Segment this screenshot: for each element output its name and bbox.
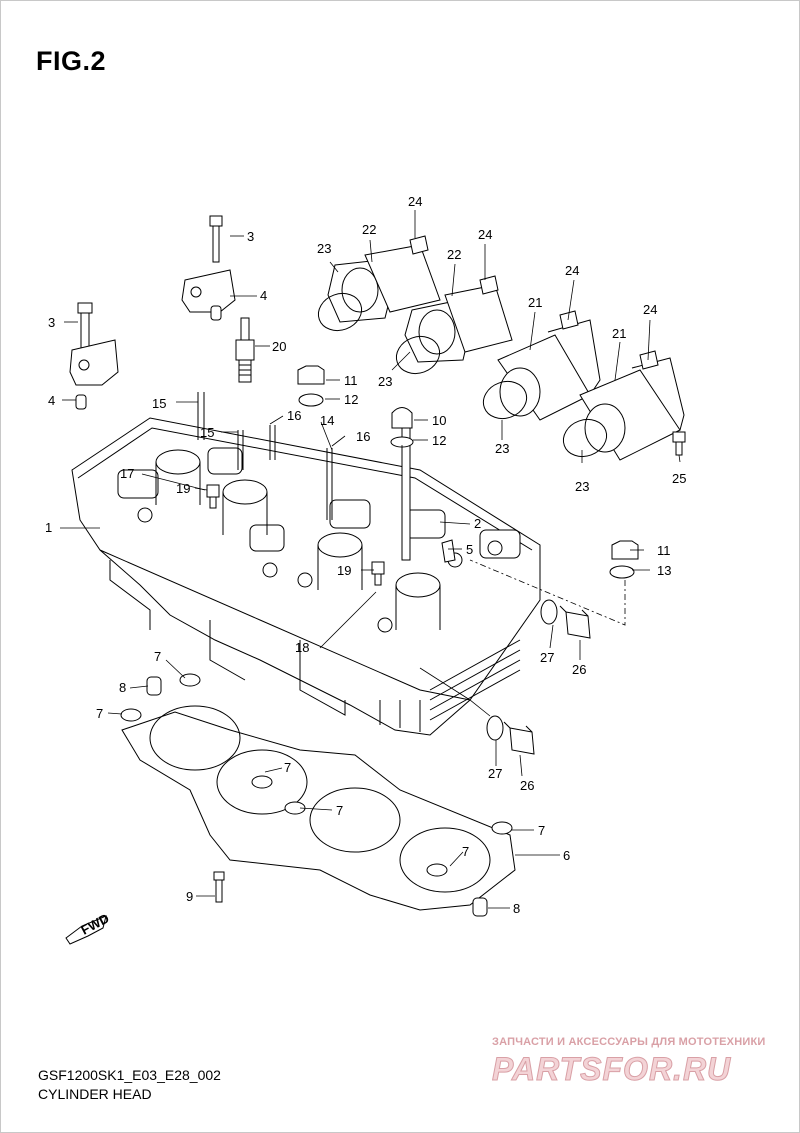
dowel-pin[interactable]	[75, 305, 222, 410]
washer[interactable]	[298, 393, 635, 579]
callout-numbers: 3 4 3 4 1 20 11 12 10 12 15 15 16 14 16 …	[45, 194, 686, 916]
callout-26: 26	[520, 778, 534, 793]
nut[interactable]	[297, 365, 639, 560]
callout-4: 4	[260, 288, 267, 303]
spark-plug[interactable]	[235, 317, 255, 383]
intake-pipe[interactable]	[579, 357, 685, 461]
callout-13: 13	[657, 563, 671, 578]
plug[interactable]	[503, 605, 591, 755]
callout-11: 11	[657, 543, 671, 558]
figure-footer: GSF1200SK1_E03_E28_002 CYLINDER HEAD	[38, 1066, 221, 1104]
callout-5: 5	[466, 542, 473, 557]
callout-6: 6	[563, 848, 570, 863]
callout-12: 12	[344, 392, 358, 407]
callout-14: 14	[320, 413, 334, 428]
intake-clamp[interactable]	[409, 235, 659, 370]
cap-nut[interactable]	[391, 407, 413, 429]
fwd-label: FWD	[78, 911, 111, 938]
union-bolt[interactable]	[206, 484, 220, 509]
callout-8: 8	[119, 680, 126, 695]
callout-12: 12	[432, 433, 446, 448]
head-bolt[interactable]	[213, 871, 225, 903]
callout-21: 21	[612, 326, 626, 341]
model-code: GSF1200SK1_E03_E28_002	[38, 1067, 221, 1083]
callout-3: 3	[48, 315, 55, 330]
o-ring[interactable]	[313, 288, 612, 463]
screw[interactable]	[672, 431, 686, 456]
callout-23: 23	[317, 241, 331, 256]
watermark-logo-text: PARTSFOR.RU	[492, 1051, 731, 1087]
callout-3: 3	[247, 229, 254, 244]
centerline	[469, 559, 626, 626]
callout-27: 27	[540, 650, 554, 665]
callout-24: 24	[408, 194, 422, 209]
callout-15: 15	[200, 425, 214, 440]
cylinder-head-studs[interactable]	[197, 392, 333, 520]
callout-23: 23	[378, 374, 392, 389]
camshaft-holder[interactable]	[69, 269, 236, 386]
fwd-arrow-icon: FWD	[65, 911, 112, 945]
callout-7: 7	[96, 706, 103, 721]
callout-24: 24	[478, 227, 492, 242]
callout-7: 7	[154, 649, 161, 664]
callout-16: 16	[287, 408, 301, 423]
spark-plug-wells	[155, 449, 441, 630]
watermark-logo: PARTSFOR.RU	[492, 1051, 731, 1088]
valve-springs	[137, 507, 503, 633]
section-name: CYLINDER HEAD	[38, 1086, 152, 1102]
callout-16: 16	[356, 429, 370, 444]
callout-23: 23	[495, 441, 509, 456]
camshaft-holder-bolt[interactable]	[77, 215, 223, 351]
callout-7: 7	[284, 760, 291, 775]
callout-15: 15	[152, 396, 166, 411]
leader-lines	[60, 210, 681, 909]
callout-7: 7	[538, 823, 545, 838]
callout-11: 11	[344, 373, 358, 388]
callout-4: 4	[48, 393, 55, 408]
intake-pipe[interactable]	[404, 284, 513, 363]
callout-10: 10	[432, 413, 446, 428]
intake-pipe[interactable]	[327, 244, 441, 323]
callout-23: 23	[575, 479, 589, 494]
intake-pipe[interactable]	[497, 319, 601, 421]
callout-19: 19	[176, 481, 190, 496]
callout-24: 24	[643, 302, 657, 317]
callout-20: 20	[272, 339, 286, 354]
gasket-ring[interactable]	[486, 599, 558, 741]
watermark-tagline: ЗАПЧАСТИ И АКСЕССУАРЫ ДЛЯ МОТОТЕХНИКИ	[492, 1036, 766, 1048]
cylinder-head-body[interactable]	[71, 417, 541, 736]
oil-jet[interactable]	[441, 539, 456, 563]
callout-17: 17	[120, 466, 134, 481]
callout-7: 7	[336, 803, 343, 818]
callout-22: 22	[362, 222, 376, 237]
o-ring[interactable]	[120, 673, 513, 877]
callout-1: 1	[45, 520, 52, 535]
callout-26: 26	[572, 662, 586, 677]
callout-18: 18	[295, 640, 309, 655]
cylinder-head-gasket[interactable]	[121, 705, 516, 911]
callout-9: 9	[186, 889, 193, 904]
dowel-pin[interactable]	[146, 676, 488, 917]
callout-25: 25	[672, 471, 686, 486]
figure-title: FIG.2	[36, 46, 107, 76]
callout-7: 7	[462, 844, 469, 859]
callout-27: 27	[488, 766, 502, 781]
callout-24: 24	[565, 263, 579, 278]
callout-2: 2	[474, 516, 481, 531]
callout-19: 19	[337, 563, 351, 578]
callout-22: 22	[447, 247, 461, 262]
callout-8: 8	[513, 901, 520, 916]
callout-21: 21	[528, 295, 542, 310]
